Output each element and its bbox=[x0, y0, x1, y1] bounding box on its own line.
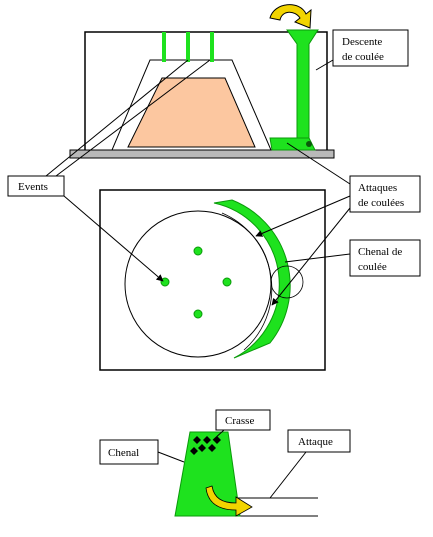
gate-circle bbox=[270, 265, 304, 299]
base-plate bbox=[69, 149, 335, 159]
attaques-text-1: Attaques bbox=[358, 182, 397, 194]
attaque-text: Attaque bbox=[298, 436, 333, 448]
chenal-coulee-text-1: Chenal de bbox=[358, 246, 402, 258]
vent-bar-2 bbox=[186, 32, 190, 62]
label-crasse: Crasse bbox=[212, 409, 271, 441]
label-attaque: Attaque bbox=[269, 429, 351, 499]
descente-text-1: Descente bbox=[342, 36, 382, 48]
downsprue bbox=[286, 29, 319, 143]
label-events: Events bbox=[7, 59, 211, 282]
runner-inner-arc bbox=[221, 212, 273, 351]
label-chenal-coulee: Chenal de coulée bbox=[284, 239, 421, 277]
vent-dot-3 bbox=[222, 277, 232, 287]
vent-dot-4 bbox=[193, 309, 203, 319]
runner-trapezoid bbox=[174, 431, 241, 517]
label-chenal: Chenal bbox=[99, 439, 185, 465]
attaques-text-2: de coulées bbox=[358, 197, 404, 209]
vent-dot-1 bbox=[193, 246, 203, 256]
dross-marks bbox=[190, 436, 221, 455]
casting-circle bbox=[124, 210, 272, 358]
mould-top-view bbox=[99, 189, 326, 371]
vent-dot-2 bbox=[160, 277, 170, 287]
pouring-arrow-icon bbox=[269, 4, 312, 29]
casting-pattern bbox=[127, 77, 256, 148]
crasse-text: Crasse bbox=[225, 415, 254, 427]
descente-text-2: de coulée bbox=[342, 51, 384, 63]
chenal-coulee-text-2: coulée bbox=[358, 261, 387, 273]
runner-crescent bbox=[213, 199, 291, 359]
vent-bar-3 bbox=[210, 32, 214, 62]
gate-dot bbox=[306, 141, 312, 147]
chenal-text: Chenal bbox=[108, 447, 139, 459]
events-text: Events bbox=[18, 181, 48, 193]
mould-section-view bbox=[69, 4, 335, 159]
flask-outline bbox=[84, 31, 328, 150]
vent-bar-1 bbox=[162, 32, 166, 62]
runner-section bbox=[269, 137, 316, 151]
runner-detail-view bbox=[174, 431, 318, 517]
label-descente: Descente de coulée bbox=[315, 29, 409, 71]
label-attaques: Attaques de coulées bbox=[255, 142, 421, 306]
flow-arrow-icon bbox=[205, 485, 253, 517]
